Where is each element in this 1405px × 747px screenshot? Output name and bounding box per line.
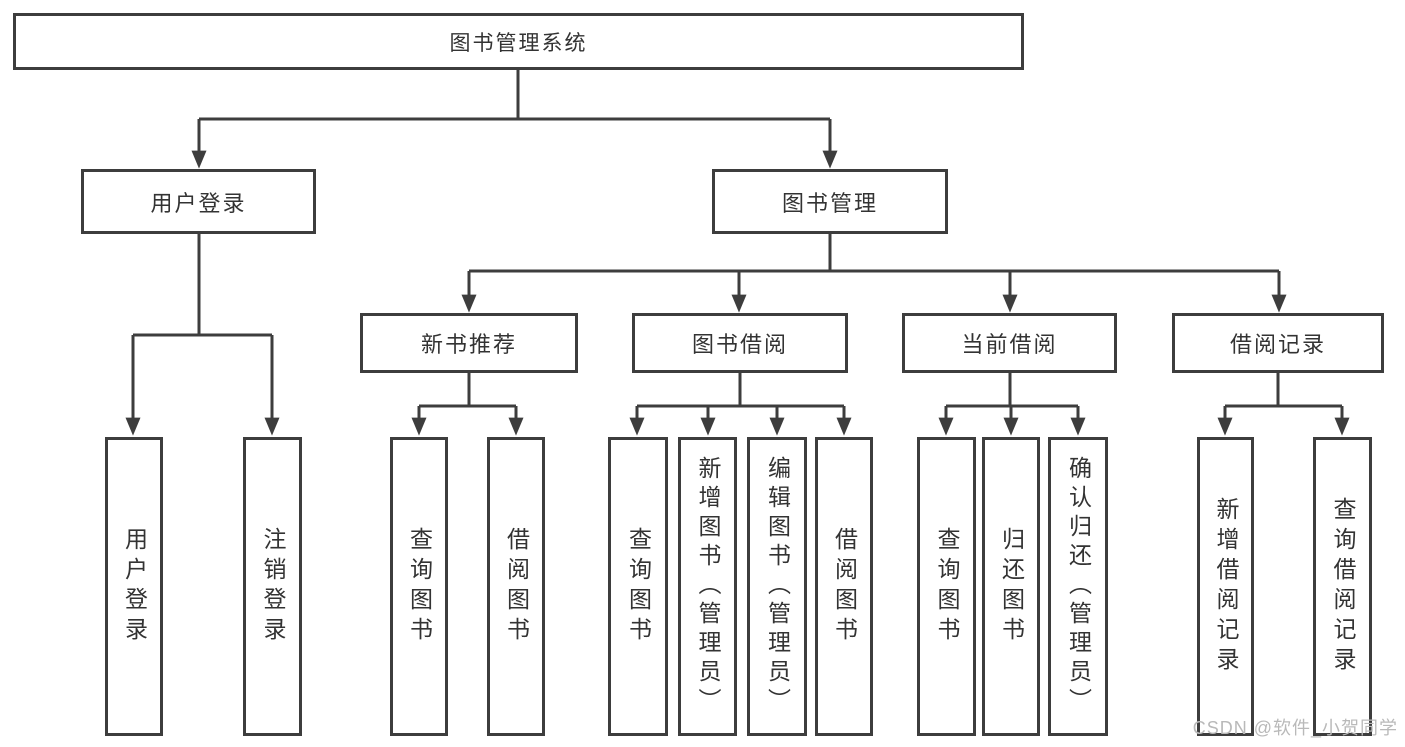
node-leaf-query-books-current: 查询图书 xyxy=(917,437,976,736)
node-leaf-user-login: 用户登录 xyxy=(105,437,163,736)
node-leaf-add-book-admin: 新增图书（管理员） xyxy=(678,437,737,736)
node-leaf-query-borrow-record: 查询借阅记录 xyxy=(1313,437,1372,736)
node-new-book-recommendation: 新书推荐 xyxy=(360,313,578,373)
node-library-management-system: 图书管理系统 xyxy=(13,13,1024,70)
node-leaf-confirm-return-admin: 确认归还（管理员） xyxy=(1048,437,1108,736)
node-borrowing-records: 借阅记录 xyxy=(1172,313,1384,373)
node-book-management: 图书管理 xyxy=(712,169,948,234)
node-leaf-query-books-borrow: 查询图书 xyxy=(608,437,668,736)
node-leaf-borrow-books-rec: 借阅图书 xyxy=(487,437,545,736)
node-book-borrowing: 图书借阅 xyxy=(632,313,848,373)
node-leaf-add-borrow-record: 新增借阅记录 xyxy=(1197,437,1254,736)
node-leaf-edit-book-admin: 编辑图书（管理员） xyxy=(747,437,807,736)
node-current-borrowing: 当前借阅 xyxy=(902,313,1117,373)
node-leaf-logout: 注销登录 xyxy=(243,437,302,736)
node-user-login: 用户登录 xyxy=(81,169,316,234)
node-leaf-return-book: 归还图书 xyxy=(982,437,1040,736)
csdn-watermark: CSDN @软件_小贺同学 xyxy=(1192,718,1398,738)
node-leaf-query-books-rec: 查询图书 xyxy=(390,437,448,736)
node-leaf-borrow-books-borrow: 借阅图书 xyxy=(815,437,873,736)
